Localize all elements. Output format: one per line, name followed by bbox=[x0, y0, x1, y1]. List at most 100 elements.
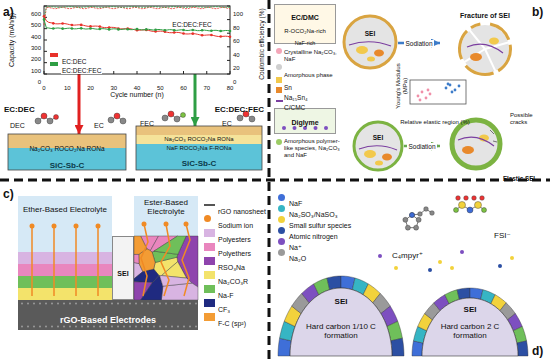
atom bbox=[405, 225, 410, 230]
node-shape bbox=[412, 276, 528, 356]
species-dot bbox=[394, 266, 398, 270]
legend-text: Na₁₅Sn₄ bbox=[284, 94, 308, 101]
fractured-particle bbox=[458, 22, 512, 76]
carbon-dot bbox=[105, 326, 107, 328]
tick-label: 60 bbox=[180, 85, 187, 92]
data-point bbox=[99, 28, 102, 31]
tick-label: 0 bbox=[233, 79, 236, 86]
crack bbox=[485, 49, 496, 72]
atom bbox=[41, 113, 47, 119]
panel-label: a) bbox=[3, 6, 14, 20]
sei-crust bbox=[391, 338, 404, 356]
legend-text: rGO nanosheet bbox=[218, 208, 266, 216]
carbon-dot bbox=[63, 326, 65, 328]
data-point bbox=[136, 28, 139, 31]
species-dot bbox=[510, 256, 514, 260]
tick-label: 60 bbox=[233, 38, 240, 45]
data-point bbox=[43, 15, 46, 18]
data-point bbox=[229, 36, 232, 39]
legend-text: Na₂CO₃R bbox=[218, 278, 248, 286]
sodium-ion bbox=[96, 224, 101, 229]
electrode-label: SiC-Sb-C bbox=[182, 159, 217, 168]
electrode-label: SiC-Sb-C bbox=[50, 161, 85, 170]
carbon-dot bbox=[33, 326, 35, 328]
legend-swatch bbox=[204, 313, 215, 321]
data-point bbox=[145, 28, 148, 31]
carbon-dot bbox=[27, 303, 29, 305]
sn-grain bbox=[356, 46, 368, 54]
scatter-point bbox=[447, 83, 450, 86]
fractured-particle: Fracture of SEI bbox=[440, 4, 530, 76]
sn-grain bbox=[382, 154, 392, 161]
inset-plot-frame bbox=[410, 80, 466, 104]
carbon-dot bbox=[75, 326, 77, 328]
sn-grain bbox=[375, 161, 383, 166]
carbon-dot bbox=[165, 326, 167, 328]
atom bbox=[472, 196, 477, 201]
sei-domain bbox=[134, 254, 139, 263]
sei-layer bbox=[136, 126, 262, 135]
scatter-point bbox=[458, 85, 461, 88]
legend-text: EC:DEC bbox=[61, 58, 88, 65]
legend-text: Crystalline Na₂CO₃, NaF bbox=[284, 49, 338, 63]
legend-swatch bbox=[204, 257, 215, 265]
ion-path bbox=[31, 226, 33, 296]
data-point bbox=[108, 28, 111, 31]
data-point bbox=[61, 22, 64, 25]
atom bbox=[120, 118, 126, 124]
tick-label: 40 bbox=[233, 52, 240, 59]
sei-column: SEI bbox=[112, 236, 134, 300]
atom bbox=[467, 207, 473, 213]
sei-species: Na₂CO₃ ROCO₂Na RONa bbox=[29, 145, 104, 152]
state-heading: Fracture of SEI bbox=[460, 12, 510, 20]
region-title: Ester-Based Electrolyte bbox=[136, 198, 196, 216]
inset-note: NaF-rich bbox=[295, 40, 316, 46]
molecule-label: EC bbox=[94, 122, 104, 130]
scatter-point bbox=[425, 97, 428, 100]
carbon-dot bbox=[117, 303, 119, 305]
crack bbox=[469, 30, 485, 49]
scatter-point bbox=[421, 91, 424, 94]
atom bbox=[249, 116, 255, 122]
tick-label: 20 bbox=[233, 65, 240, 72]
species-dot bbox=[438, 260, 442, 264]
tick-label: 0 bbox=[38, 79, 41, 86]
species-dot bbox=[450, 266, 454, 270]
atom bbox=[456, 196, 461, 201]
scatter-point bbox=[454, 89, 457, 92]
panel: b)EC/DMCR-OCO₂Na-richNaF-richSEIFracture… bbox=[270, 0, 550, 180]
data-point bbox=[126, 27, 129, 30]
carbon-dot bbox=[39, 326, 41, 328]
atom bbox=[410, 213, 415, 218]
electrolyte-region: Ester-Based Electrolyte bbox=[134, 196, 198, 300]
capacity-line bbox=[44, 20, 230, 31]
legend-swatch bbox=[276, 100, 283, 102]
legend-swatch bbox=[276, 77, 282, 83]
data-point bbox=[201, 29, 204, 32]
inset-frame bbox=[275, 109, 336, 134]
atom bbox=[237, 115, 243, 121]
sei-label: SEI bbox=[372, 134, 384, 141]
data-point bbox=[219, 30, 222, 33]
scatter-point bbox=[445, 87, 448, 90]
sn-grain bbox=[367, 57, 375, 62]
sei-label: SEI bbox=[364, 30, 376, 37]
crack bbox=[493, 141, 497, 142]
data-point bbox=[173, 31, 176, 34]
electrode-label: rGO-Based Electrodes bbox=[60, 315, 156, 325]
data-point bbox=[89, 27, 92, 30]
tick-mark bbox=[230, 71, 231, 74]
scatter-point bbox=[451, 91, 454, 94]
tick-label: 600 bbox=[31, 11, 41, 18]
sei-fragment bbox=[465, 65, 494, 76]
electrolyte-title: EC:DEC bbox=[4, 105, 35, 114]
electrolyte-title: EC:DEC:FEC bbox=[215, 105, 264, 114]
sei-column bbox=[113, 237, 134, 300]
axis-title: Capacity (mAh/g) bbox=[8, 13, 16, 67]
carbon-dot bbox=[195, 303, 197, 305]
legend-text: CF₃ bbox=[218, 306, 230, 314]
fsi-molecule bbox=[454, 202, 487, 214]
ion-label: FSI⁻ bbox=[494, 231, 511, 240]
legend-swatch bbox=[204, 243, 215, 251]
axis-title: Cycle number (n) bbox=[110, 91, 164, 99]
